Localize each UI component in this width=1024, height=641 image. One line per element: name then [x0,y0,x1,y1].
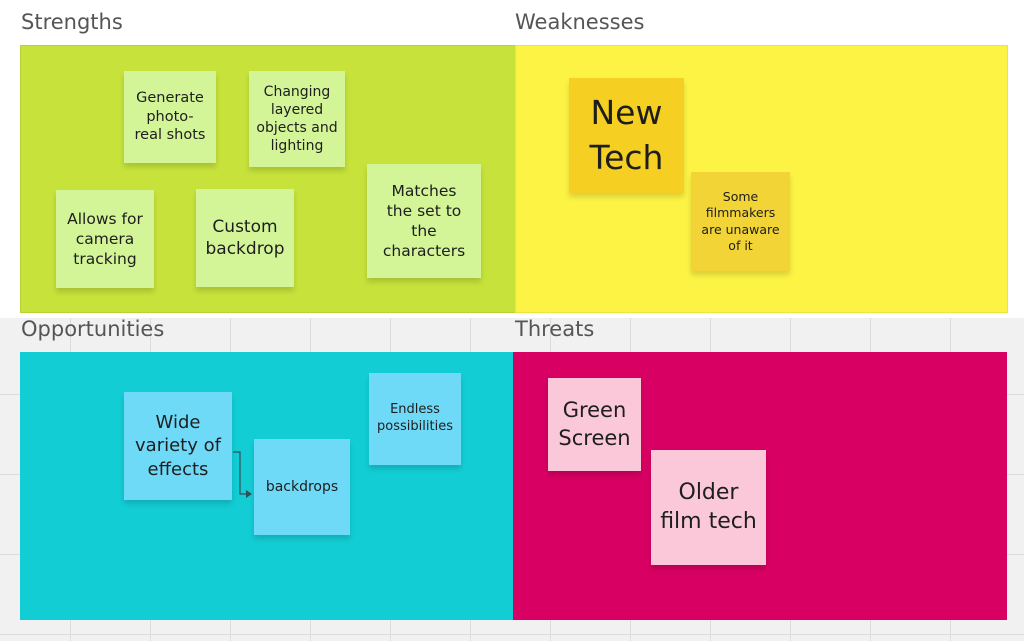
sticky-note[interactable]: backdrops [254,439,350,535]
strengths-title: Strengths [21,10,123,34]
sticky-note[interactable]: Changing layered objects and lighting [249,71,345,167]
sticky-note-text: Wide variety of effects [135,411,221,480]
sticky-note-text: Endless possibilities [377,402,453,434]
sticky-note-text: Older film tech [660,479,757,534]
opportunities-title: Opportunities [21,317,165,341]
sticky-note[interactable]: Custom backdrop [196,189,294,287]
sticky-note[interactable]: Matches the set to the characters [367,164,481,278]
sticky-note-text: Matches the set to the characters [382,181,466,261]
sticky-note[interactable]: New Tech [569,78,684,193]
sticky-note-text: backdrops [265,478,339,495]
sticky-note[interactable]: Generate photo-real shots [124,71,216,163]
sticky-note-text: Custom backdrop [205,216,285,259]
sticky-note-text: Green Screen [558,398,631,450]
sticky-note-text: New Tech [589,92,664,177]
sticky-note-text: Generate photo-real shots [134,89,206,144]
sticky-note-text: Allows for camera tracking [67,209,143,269]
weaknesses-title: Weaknesses [515,10,645,34]
sticky-note[interactable]: Some filmmakers are unaware of it [691,172,790,271]
sticky-note-text: Some filmmakers are unaware of it [701,189,780,253]
sticky-note[interactable]: Green Screen [548,378,641,471]
sticky-note[interactable]: Endless possibilities [369,373,461,465]
sticky-note[interactable]: Wide variety of effects [124,392,232,500]
sticky-note[interactable]: Older film tech [651,450,766,565]
sticky-note-text: Changing layered objects and lighting [256,83,338,155]
sticky-note[interactable]: Allows for camera tracking [56,190,154,288]
threats-title: Threats [515,317,595,341]
